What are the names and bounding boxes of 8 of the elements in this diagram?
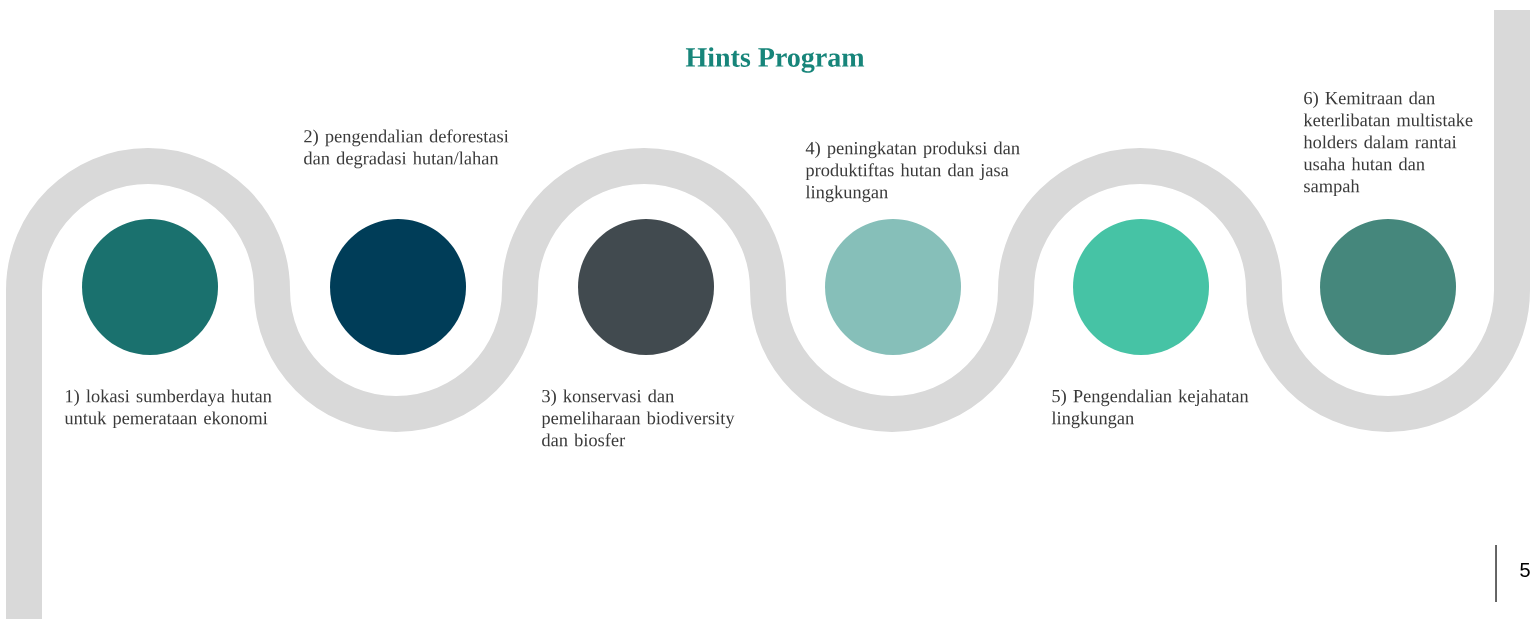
step-label: 2) pengendalian deforestasi dan degradasi hutan/lahan [304,129,509,169]
step-label: 6) Kemitraan dan keterlibatan multistake holders dalam rantai usaha hutan dan sampah [1303,91,1473,197]
step-label: 1) lokasi sumberdaya hutan untuk pemerataan ekonomi [64,389,272,429]
step-label: 5) Pengendalian kejahatan lingkungan [1051,389,1249,429]
step-label: 4) peningkatan produksi dan produktiftas hutan dan jasa lingkungan [805,141,1020,203]
title: Hints Program [685,47,865,73]
step-label: 3) konservasi dan pemeliharaan biodiversity dan biosfer [541,389,735,447]
page-number: 5 [1520,563,1530,577]
